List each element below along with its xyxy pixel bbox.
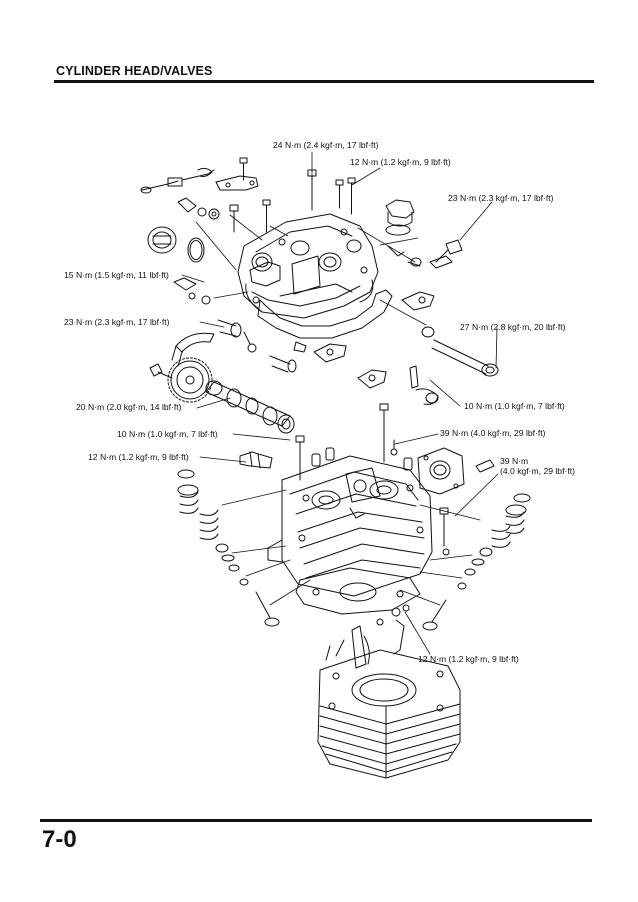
cylinder [318, 640, 460, 778]
torque-label-stud-line2: (4.0 kgf·m, 29 lbf·ft) [500, 466, 575, 476]
torque-label-rocker-shaft: 27 N·m (2.8 kgf·m, 20 lbf·ft) [460, 322, 566, 332]
torque-label-head-bolt-small: 10 N·m (1.0 kgf·m, 7 lbf·ft) [117, 429, 218, 439]
torque-label-head-bolt-long: 39 N·m (4.0 kgf·m, 29 lbf·ft) [440, 428, 546, 438]
upper-bolts [230, 158, 355, 232]
top-left-cable [141, 168, 258, 193]
camshaft [206, 381, 294, 433]
torque-label-cam-sprocket-bolt: 20 N·m (2.0 kgf·m, 14 lbf·ft) [76, 402, 182, 412]
intake-flange [418, 448, 494, 494]
torque-label-left-bolt: 23 N·m (2.3 kgf·m, 17 lbf·ft) [64, 317, 170, 327]
cam-sprocket-bolt [150, 364, 172, 378]
rocker-shaft-bolt [422, 327, 498, 376]
mid-left-bolts [218, 320, 418, 388]
cam-chain-guide [352, 626, 369, 668]
leader-lines [182, 152, 498, 654]
lower-fasteners [377, 605, 409, 654]
right-cap [386, 200, 421, 266]
footer-rule [40, 819, 592, 822]
cam-chain-sprocket [168, 333, 214, 402]
cover-gasket [258, 290, 392, 338]
page-header-title: CYLINDER HEAD/VALVES [56, 64, 213, 78]
rocker-arms [314, 292, 434, 388]
cylinder-head [268, 456, 432, 596]
right-pipe-fitting [416, 389, 438, 404]
torque-label-spark-plug: 12 N·m (1.2 kgf·m, 9 lbf·ft) [88, 452, 189, 462]
torque-label-left-cap: 15 N·m (1.5 kgf·m, 11 lbf·ft) [64, 270, 169, 280]
right-valve-spring-stack [458, 494, 530, 589]
page-number: 7-0 [42, 826, 77, 853]
head-cover [238, 214, 378, 318]
torque-label-cover-small-bolt: 12 N·m (1.2 kgf·m, 9 lbf·ft) [350, 157, 451, 167]
torque-label-pipe-fitting: 10 N·m (1.0 kgf·m, 7 lbf·ft) [464, 401, 565, 411]
torque-label-stud-line1: 39 N·m [500, 456, 529, 466]
right-bolt-23nm [430, 240, 462, 268]
left-hardware-cluster [148, 198, 219, 304]
stud-bolt-right [440, 508, 449, 555]
torque-label-right-bolt: 23 N·m (2.3 kgf·m, 17 lbf·ft) [448, 193, 554, 203]
left-valve-spring-stack [178, 470, 248, 585]
valves [256, 592, 446, 630]
spark-plug [240, 452, 272, 468]
header-rule [54, 80, 594, 83]
torque-label-cover-bolt: 24 N·m (2.4 kgf·m, 17 lbf·ft) [273, 140, 379, 150]
torque-label-lower-bolt: 12 N·m (1.2 kgf·m, 9 lbf·ft) [418, 654, 519, 664]
